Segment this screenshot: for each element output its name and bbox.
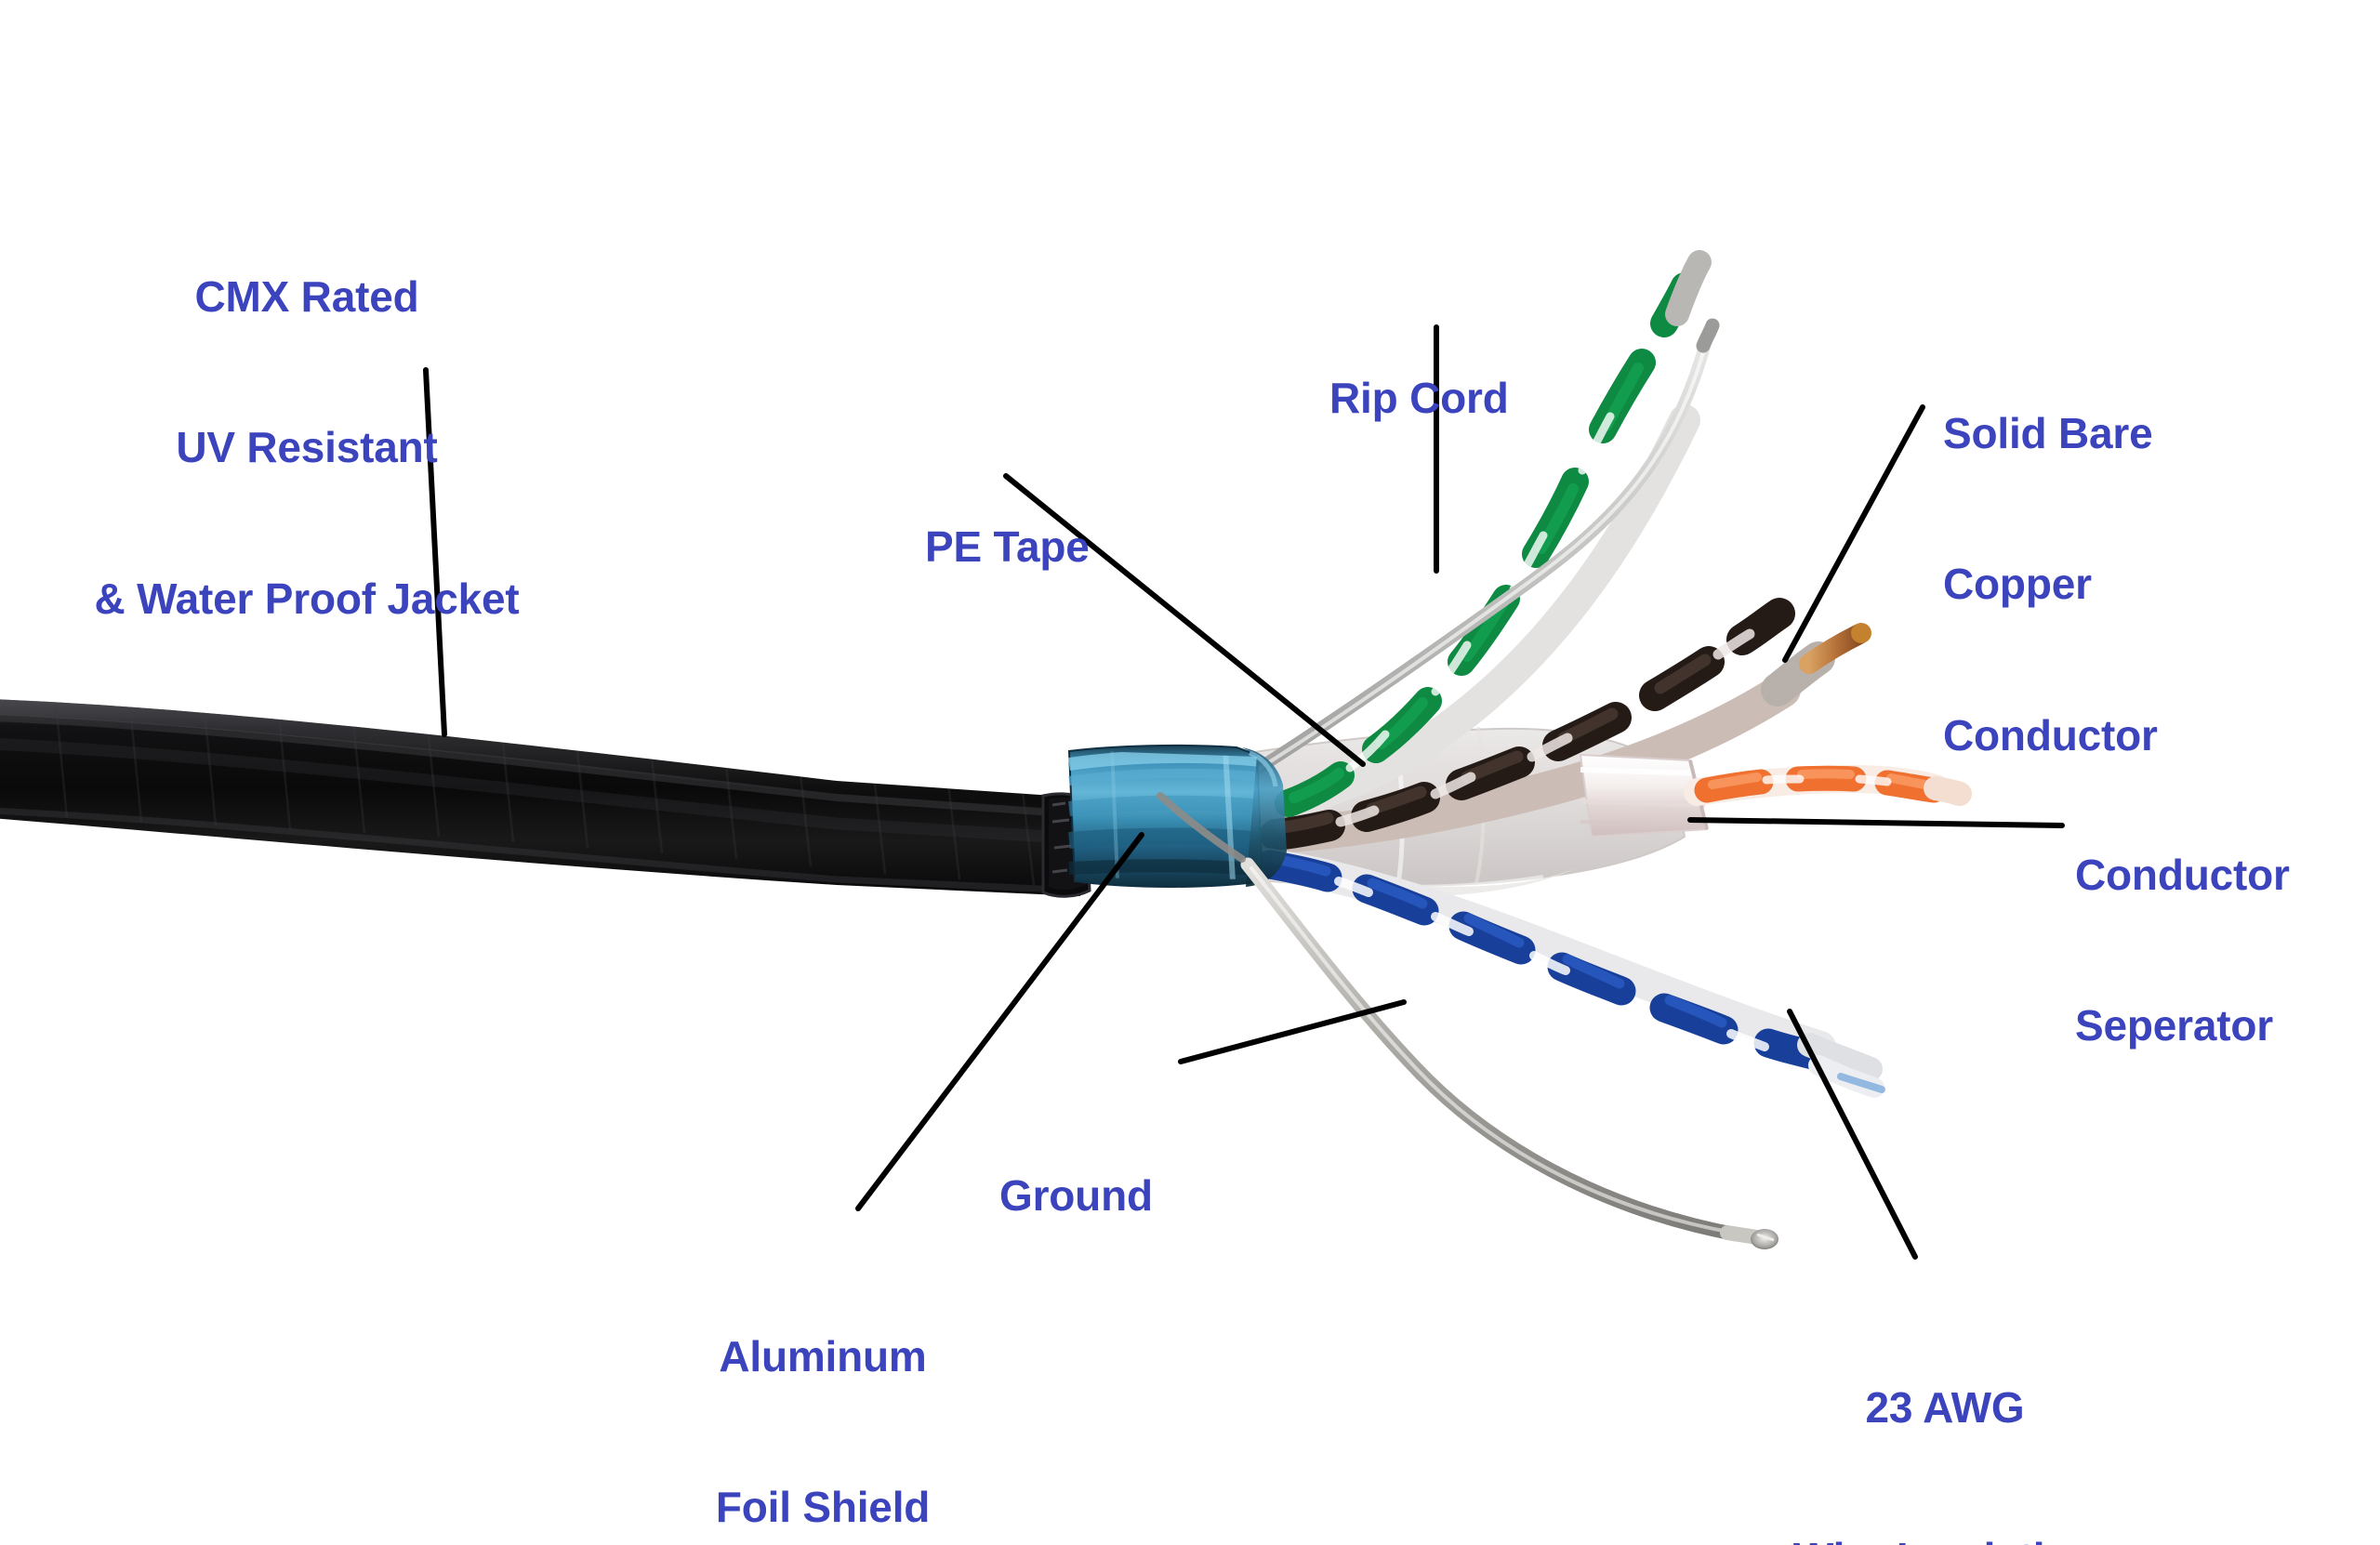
orange-white-pair — [1684, 764, 1972, 806]
leader-lines-group — [423, 324, 2065, 1260]
label-line: Conductor — [2075, 850, 2290, 899]
label-line: Copper — [1943, 560, 2092, 609]
label-line: UV Resistant — [176, 423, 438, 472]
aluminum-foil-shield-label: Aluminum Foil Shield — [715, 1230, 931, 1545]
jacket-leader-line — [423, 367, 447, 737]
label-line: PE Tape — [925, 522, 1090, 571]
label-line: Wire Insulation — [1793, 1533, 2096, 1545]
label-line: CMX Rated — [194, 271, 419, 321]
conductor-separator-leader-line — [1687, 817, 2065, 828]
black-outer-jacket — [0, 699, 1091, 898]
label-line: 23 AWG — [1865, 1382, 2025, 1432]
label-line: Solid Bare — [1943, 408, 2153, 457]
label-line: Aluminum — [719, 1331, 927, 1380]
conductor-seperator-label: Conductor Seperator — [2075, 748, 2290, 1152]
blue-white-pair — [1245, 847, 1885, 1098]
solid-bare-copper-conductor-label: Solid Bare Copper Conductor — [1943, 307, 2158, 862]
conductor-separator-spline — [1579, 753, 1709, 839]
label-line: Foil Shield — [715, 1483, 931, 1532]
label-line: Ground — [999, 1170, 1153, 1220]
awg-insulation-leader-line — [1787, 1009, 1918, 1260]
ground-leader-line — [1178, 999, 1407, 1064]
pe-tape-leader-line — [1003, 473, 1366, 767]
awg-wire-insulation-label: 23 AWG Wire Insulation — [1793, 1281, 2096, 1545]
aluminum-foil-leader-line — [855, 832, 1144, 1211]
label-line: & Water Proof Jacket — [94, 574, 520, 624]
label-line: Conductor — [1943, 711, 2158, 760]
rip-cord-label: Rip Cord — [1329, 271, 1509, 523]
label-line: Seperator — [2075, 1001, 2273, 1050]
pe-tape-label: PE Tape — [925, 420, 1090, 672]
label-line: Rip Cord — [1329, 373, 1509, 422]
rip-cord — [1193, 318, 1720, 812]
ground-drain-wire — [1157, 792, 1778, 1249]
cmx-rated-jacket-label: CMX Rated UV Resistant & Water Proof Jac… — [95, 170, 520, 725]
copper-conductor-leader-line — [1782, 404, 1925, 663]
green-white-pair — [1267, 250, 1712, 821]
ground-label: Ground — [999, 1069, 1153, 1321]
